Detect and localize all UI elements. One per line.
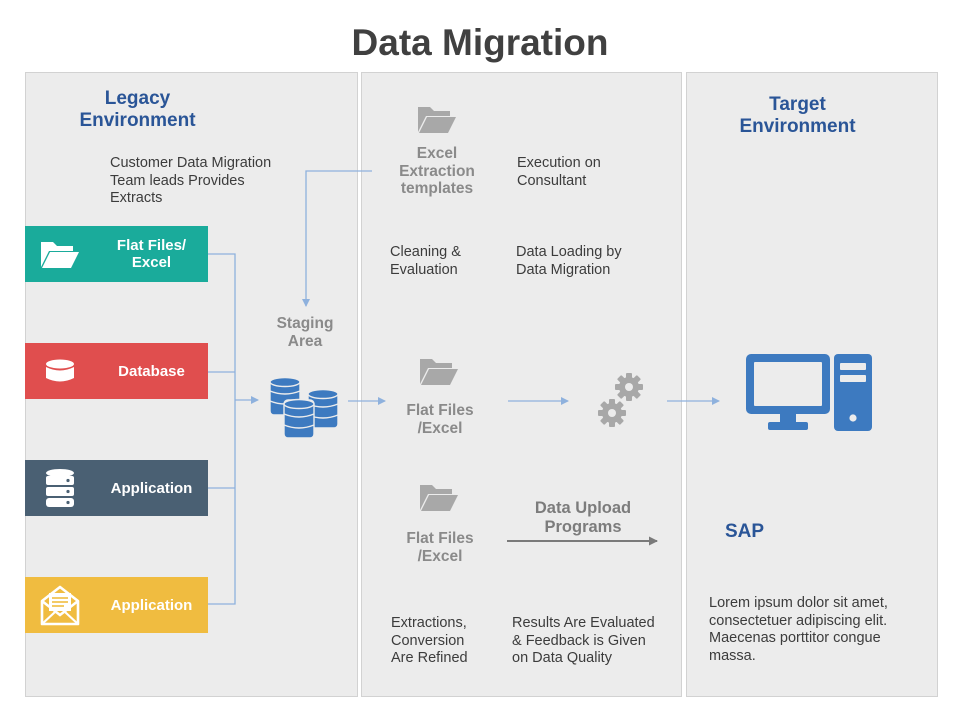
results-text: Results Are Evaluated & Feedback is Give… xyxy=(512,615,655,668)
extractions-line-3: Are Refined xyxy=(391,650,468,666)
legacy-description: Customer Data Migration Team leads Provi… xyxy=(110,155,271,208)
extractions-text: Extractions, Conversion Are Refined xyxy=(391,615,468,668)
source-application-2: Application xyxy=(25,577,208,633)
excel-templates-label: Excel Extraction templates xyxy=(382,145,492,198)
excel-templates-line-1: Excel xyxy=(416,145,458,162)
staging-label-line-2: Area xyxy=(287,332,323,350)
legacy-desc-line-2: Team leads Provides xyxy=(110,172,245,189)
source-flat-files-label-2: Excel xyxy=(131,254,172,271)
extractions-line-1: Extractions, xyxy=(391,615,467,631)
folder-icon-flat-files-1 xyxy=(419,356,459,386)
flat-files-2-line-2: /Excel xyxy=(417,547,463,565)
legacy-heading: Legacy Environment xyxy=(40,88,235,132)
target-heading: Target Environment xyxy=(700,94,895,138)
flat-files-label-1: Flat Files /Excel xyxy=(390,402,490,437)
target-desc-line-4: massa. xyxy=(709,647,756,664)
target-desc-line-2: consectetuer adipiscing elit. xyxy=(709,612,888,629)
staging-database-icon xyxy=(270,376,342,440)
flat-files-2-line-1: Flat Files xyxy=(406,530,474,547)
flat-files-label-2: Flat Files /Excel xyxy=(390,530,490,565)
source-database: Database xyxy=(25,343,208,399)
loading-line-2: Data Migration xyxy=(516,261,611,278)
execution-text: Execution on Consultant xyxy=(517,155,601,190)
staging-area-label: Staging Area xyxy=(255,315,355,350)
target-description: Lorem ipsum dolor sit amet, consectetuer… xyxy=(709,595,888,665)
source-flat-files: Flat Files/Excel xyxy=(25,226,208,282)
excel-templates-line-2: Extraction xyxy=(399,162,475,180)
folder-icon xyxy=(25,239,95,269)
envelope-icon xyxy=(25,584,95,626)
execution-line-2: Consultant xyxy=(517,172,587,189)
flat-files-1-line-2: /Excel xyxy=(417,419,463,437)
target-desc-line-3: Maecenas porttitor congue xyxy=(709,630,881,646)
legacy-desc-line-1: Customer Data Migration xyxy=(110,155,272,171)
cleaning-line-1: Cleaning & xyxy=(390,244,461,260)
source-flat-files-label-1: Flat Files/ xyxy=(116,237,187,254)
source-application-2-label: Application xyxy=(110,596,193,614)
loading-text: Data Loading by Data Migration xyxy=(516,244,622,279)
sap-label: SAP xyxy=(725,521,765,542)
upload-programs-label: Data Upload Programs xyxy=(513,499,653,537)
cleaning-text: Cleaning & Evaluation xyxy=(390,244,461,279)
results-line-2: & Feedback is Given xyxy=(512,632,646,649)
computer-icon xyxy=(746,354,874,432)
results-line-1: Results Are Evaluated xyxy=(512,615,655,631)
gears-icon xyxy=(596,371,648,429)
upload-line-2: Programs xyxy=(544,518,622,536)
source-database-label: Database xyxy=(118,362,185,380)
target-desc-line-1: Lorem ipsum dolor sit amet, xyxy=(709,595,888,611)
upload-line-1: Data Upload xyxy=(534,499,632,517)
database-icon xyxy=(25,359,95,383)
folder-icon-templates xyxy=(417,104,457,134)
execution-line-1: Execution on xyxy=(517,155,601,171)
legacy-heading-line-1: Legacy xyxy=(104,88,171,109)
source-application-1: Application xyxy=(25,460,208,516)
source-application-1-label: Application xyxy=(110,479,193,497)
excel-templates-line-3: templates xyxy=(400,180,474,197)
legacy-heading-line-2: Environment xyxy=(79,110,196,131)
cleaning-line-2: Evaluation xyxy=(390,261,458,278)
target-heading-line-2: Environment xyxy=(739,116,856,137)
page-title: Data Migration xyxy=(351,22,609,63)
legacy-desc-line-3: Extracts xyxy=(110,190,163,206)
server-stack-icon xyxy=(25,468,95,508)
flat-files-1-line-1: Flat Files xyxy=(406,402,474,419)
folder-icon-flat-files-2 xyxy=(419,482,459,512)
staging-label-line-1: Staging xyxy=(276,315,334,332)
extractions-line-2: Conversion xyxy=(391,632,465,649)
loading-line-1: Data Loading by xyxy=(516,244,622,260)
target-heading-line-1: Target xyxy=(769,94,826,115)
results-line-3: on Data Quality xyxy=(512,650,612,666)
